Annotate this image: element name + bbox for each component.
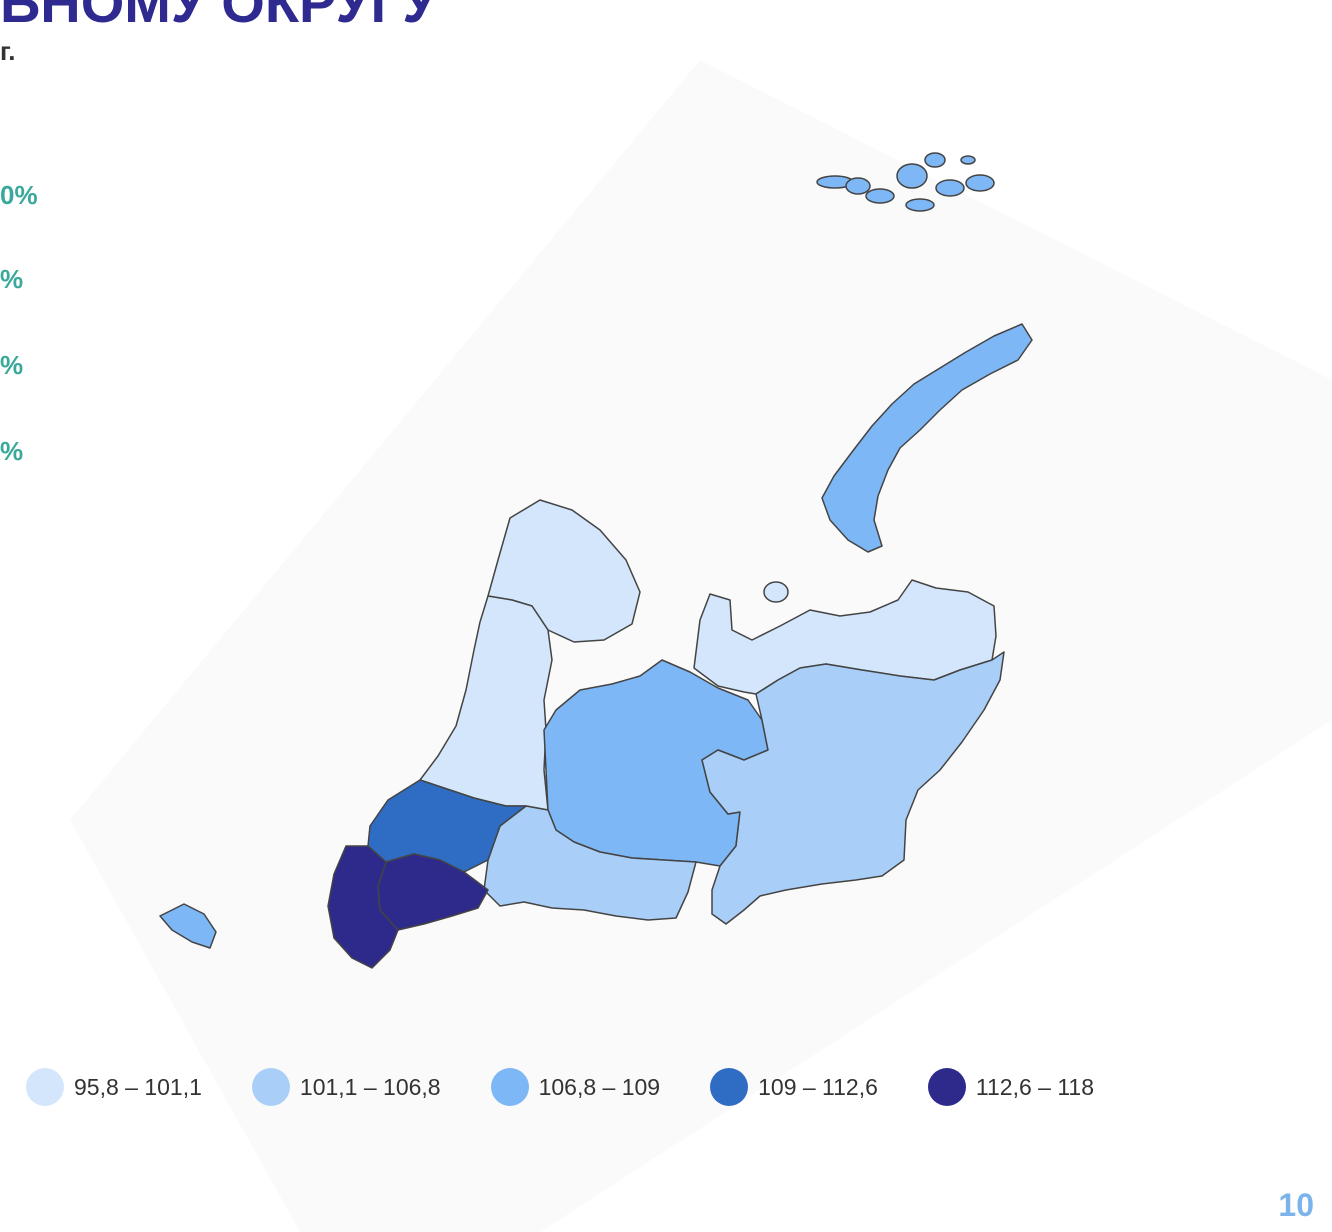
- legend-label: 95,8 – 101,1: [74, 1073, 202, 1100]
- region-novaya-zemlya[interactable]: [821, 323, 1033, 553]
- region-vologda[interactable]: [483, 805, 697, 921]
- legend-item: 106,8 – 109: [490, 1068, 661, 1106]
- legend-swatch-icon: [251, 1068, 290, 1106]
- legend-item: 109 – 112,6: [710, 1068, 878, 1106]
- region-kaliningrad[interactable]: [159, 903, 217, 949]
- legend-item: 101,1 – 106,8: [251, 1068, 441, 1106]
- legend-swatch-icon: [927, 1068, 966, 1106]
- legend-swatch-icon: [710, 1068, 749, 1106]
- legend-item: 95,8 – 101,1: [26, 1068, 202, 1106]
- region-karelia[interactable]: [419, 595, 553, 811]
- stat-value: %: [0, 436, 24, 466]
- legend-label: 109 – 112,6: [758, 1073, 878, 1100]
- stat-value: 0%: [0, 180, 38, 210]
- legend-label: 106,8 – 109: [538, 1073, 661, 1100]
- region-pskov[interactable]: [327, 845, 399, 969]
- stat-value: %: [0, 264, 24, 294]
- region-kolguev-island[interactable]: [763, 581, 789, 603]
- stat-value: %: [0, 350, 24, 380]
- legend-label: 112,6 – 118: [975, 1073, 1094, 1100]
- map-legend: 95,8 – 101,1 101,1 – 106,8 106,8 – 109 1…: [26, 1068, 1144, 1106]
- page-title: ЬНОМУ ОКРУГУ: [0, 0, 438, 34]
- legend-swatch-icon: [26, 1068, 64, 1106]
- legend-swatch-icon: [490, 1068, 529, 1106]
- legend-item: 112,6 – 118: [927, 1068, 1094, 1106]
- region-franz-josef-land[interactable]: [816, 152, 995, 212]
- page-number: 10: [1278, 1187, 1314, 1223]
- page-subtitle: г.: [0, 36, 16, 66]
- region-komi[interactable]: [701, 651, 1005, 925]
- legend-label: 101,1 – 106,8: [299, 1073, 441, 1100]
